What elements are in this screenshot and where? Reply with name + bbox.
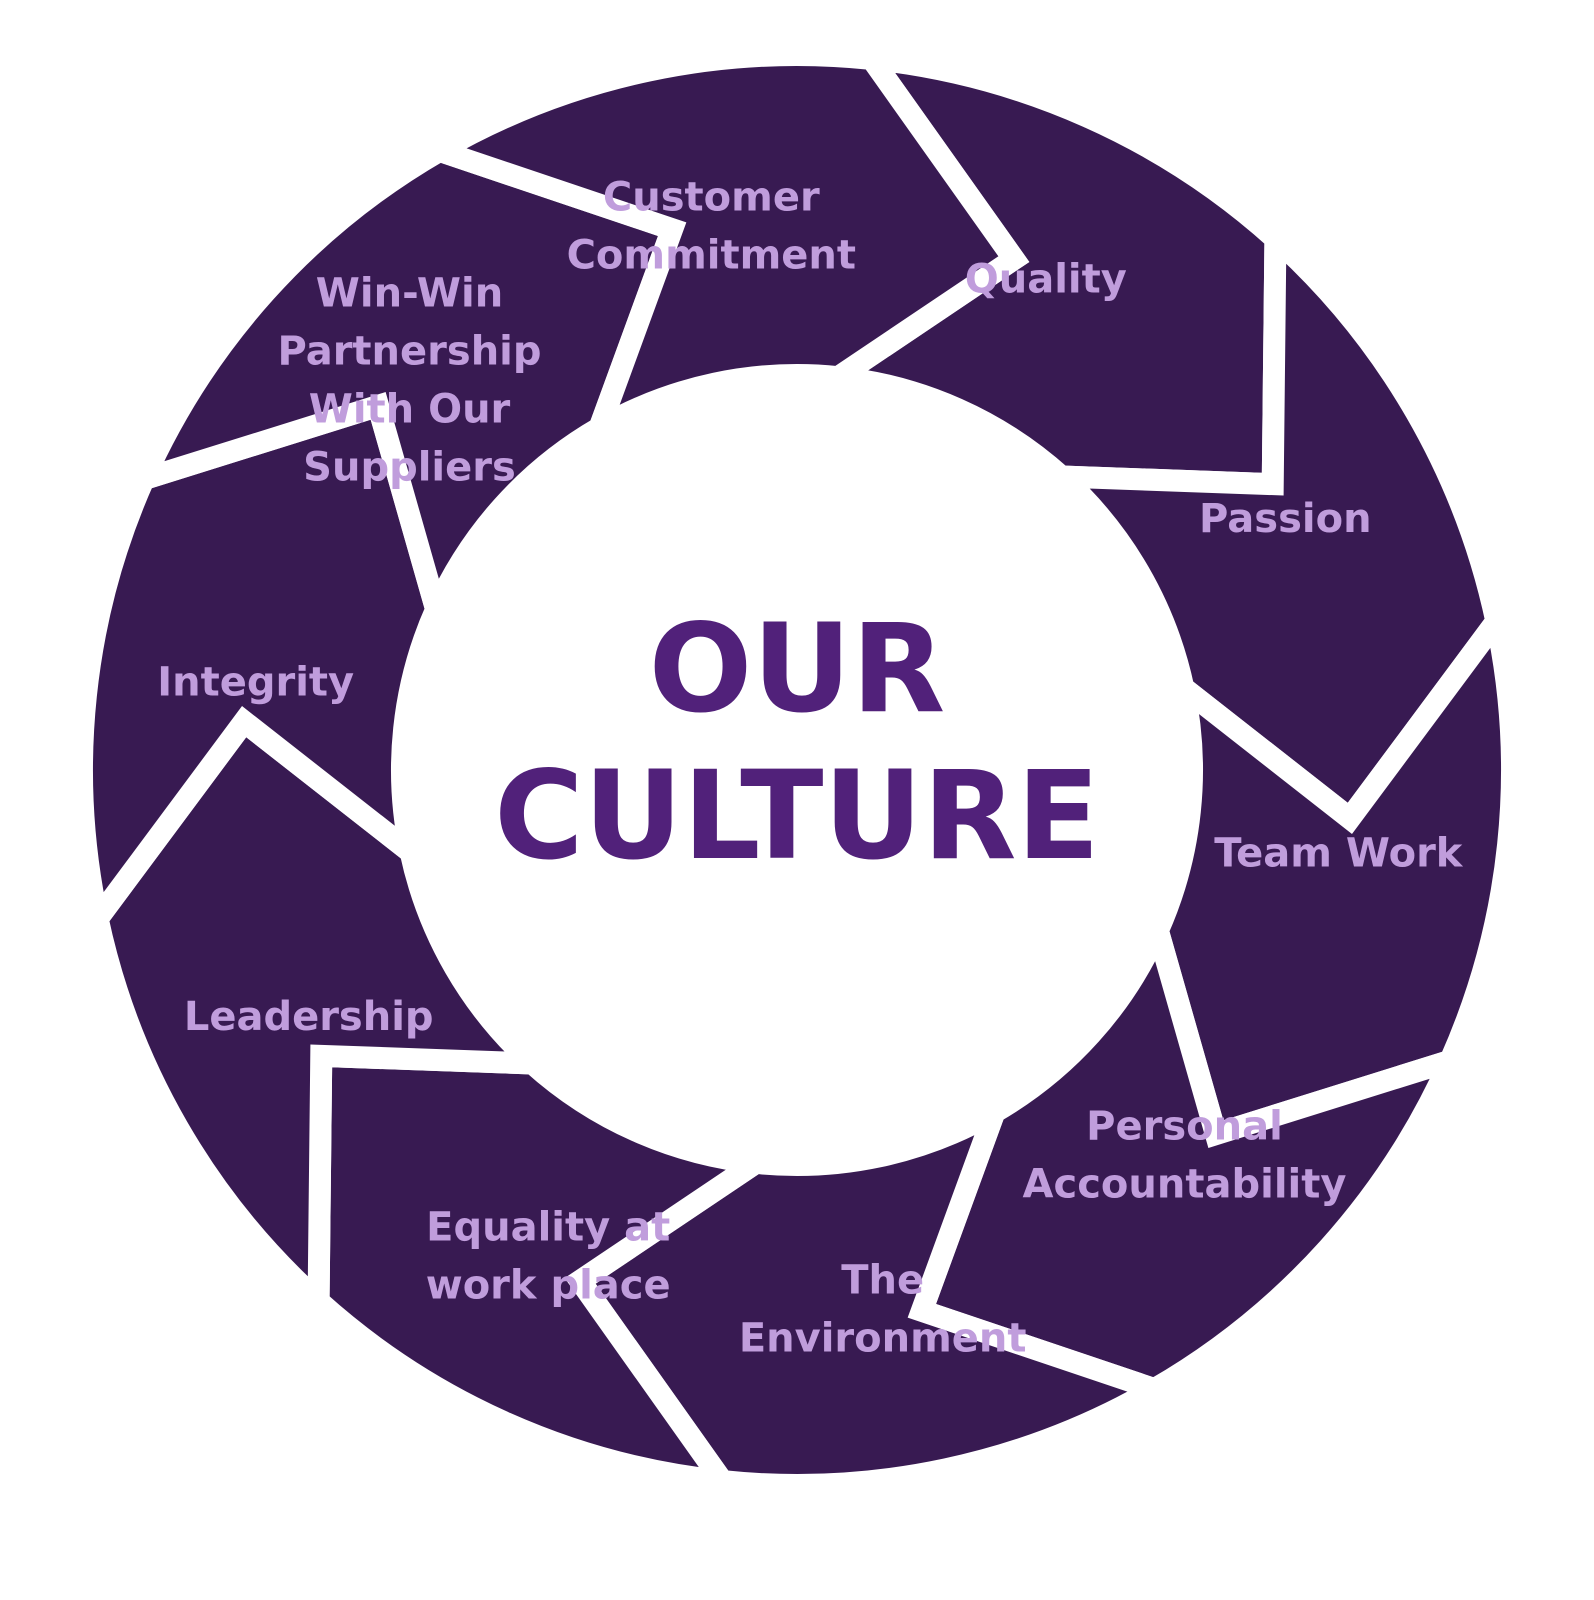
segment-label-line: Customer xyxy=(603,175,820,221)
segment-label: Quality xyxy=(965,257,1127,303)
center-title-line2: CULTURE xyxy=(494,745,1100,887)
segment-label-line: Win-Win xyxy=(316,271,503,317)
segment-label-line: Passion xyxy=(1199,496,1372,542)
segment-label-line: The xyxy=(841,1257,924,1303)
segment-label-line: Personal xyxy=(1086,1104,1283,1150)
segment-label-line: Accountability xyxy=(1023,1162,1347,1208)
segment-label-line: Equality at xyxy=(426,1204,670,1250)
segment-label-line: Suppliers xyxy=(303,445,516,491)
segment-label-line: work place xyxy=(426,1262,671,1308)
segment-label-line: Team Work xyxy=(1214,831,1464,877)
segment-label: Integrity xyxy=(157,659,354,705)
segment-label: Equality at work place xyxy=(426,1204,671,1308)
segment-label-line: Commitment xyxy=(567,233,856,279)
segment-label-line: Integrity xyxy=(157,659,354,705)
segment-label-line: Partnership xyxy=(277,329,541,375)
segment-label: Leadership xyxy=(184,994,434,1040)
center-title-line1: OUR xyxy=(649,598,946,740)
segment-label-line: Environment xyxy=(739,1315,1027,1361)
segment-label: Passion xyxy=(1199,496,1372,542)
wheel-center: OUR CULTURE xyxy=(494,598,1100,887)
wheel-segments xyxy=(70,44,1524,1496)
segment-label-line: With Our xyxy=(309,387,511,433)
wheel-segment xyxy=(412,44,1030,453)
segment-label-line: Quality xyxy=(965,257,1127,303)
segment-label-line: Leadership xyxy=(184,994,434,1040)
segment-label: Team Work xyxy=(1214,831,1464,877)
